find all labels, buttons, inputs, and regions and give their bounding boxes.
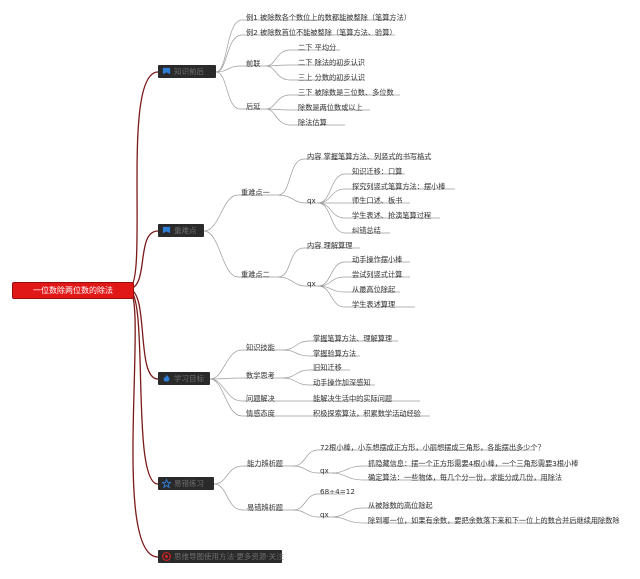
exercise-error-step[interactable]: 从被除数的高位除起 — [368, 501, 433, 510]
key-point-2-step[interactable]: 从最高位除起 — [352, 285, 396, 294]
branch-node-knowledge[interactable]: 知识前后 — [158, 65, 216, 78]
exercise-ability[interactable]: 能力辨析题 — [247, 459, 283, 468]
key-point-2-step[interactable]: 尝试列竖式计算 — [352, 270, 403, 279]
exercise-error-step[interactable]: 除到哪一位，如果有余数，要把余数落下来和下一位上的数合并后继续用除数除 — [368, 516, 620, 525]
key-point-2-step[interactable]: 动手操作摆小棒 — [352, 255, 403, 264]
branch-node-exercises[interactable]: 易错练习 — [158, 477, 214, 490]
exercise-error-qx[interactable]: qx — [320, 510, 329, 519]
later-item[interactable]: 除法估算 — [298, 118, 327, 127]
flag-icon — [162, 67, 171, 75]
key-point-1-step[interactable]: 纠错总结 — [352, 226, 381, 235]
later-item[interactable]: 除数是两位数或以上 — [298, 103, 363, 112]
branch-label: 重难点 — [174, 226, 197, 235]
example-2[interactable]: 例2 被除数首位不能被整除（笔算方法、验算） — [246, 28, 397, 37]
prior-item[interactable]: 三上 分数的初步认识 — [298, 73, 365, 82]
branch-node-key-points[interactable]: 重难点 — [158, 224, 204, 237]
goal-thinking-item[interactable]: 旧知迁移 — [313, 363, 342, 372]
goal-knowledge-item[interactable]: 掌握笔算方法、理解算理 — [313, 334, 393, 343]
key-point-1-step[interactable]: 探究列竖式笔算方法：摆小棒 — [352, 182, 446, 191]
exercise-error-question[interactable]: 68÷4=12 — [320, 487, 355, 496]
exercise-ability-step[interactable]: 抓隐藏信息：摆一个正方形需要4根小棒，一个三角形需要3根小棒 — [368, 459, 579, 468]
goal-problem-item[interactable]: 能解决生活中的实际问题 — [313, 394, 393, 403]
key-point-1-step[interactable]: 学生表述、抢演笔算过程 — [352, 211, 432, 220]
key-point-2[interactable]: 重难点二 — [241, 270, 270, 279]
exercise-ability-qx[interactable]: qx — [320, 466, 329, 475]
goal-thinking-item[interactable]: 动手操作加深感知 — [313, 378, 371, 387]
root-node[interactable]: 一位数除两位数的除法 — [12, 282, 134, 299]
key-point-1-content[interactable]: 内容 掌握笔算方法、列竖式的书写格式 — [307, 152, 432, 161]
example-1[interactable]: 例1 被除数各个数位上的数都能被整除（笔算方法） — [246, 13, 411, 22]
goal-thinking[interactable]: 数学思考 — [246, 371, 275, 380]
goal-knowledge[interactable]: 知识技能 — [246, 343, 275, 352]
goal-attitude-item[interactable]: 积极探索算法，积累数学活动经验 — [313, 409, 421, 418]
prior-item[interactable]: 二下 除法的初步认识 — [298, 58, 365, 67]
flame-icon — [163, 374, 170, 382]
exercise-ability-step[interactable]: 确定算法：一些物体，每几个分一份，求能分成几份，用除法 — [368, 473, 563, 482]
key-point-1-step[interactable]: 师生口述、板书 — [352, 196, 403, 205]
branch-label: 易错练习 — [174, 479, 204, 488]
branch-node-resources[interactable]: 思维导图使用方法·更多资源·关注 — [158, 550, 284, 563]
goal-attitude[interactable]: 情感态度 — [246, 409, 275, 418]
key-point-2-step[interactable]: 学生表述算理 — [352, 300, 396, 309]
later-link-node[interactable]: 后延 — [246, 102, 261, 111]
branch-node-goals[interactable]: 学习目标 — [158, 372, 210, 385]
goal-problem[interactable]: 问题解决 — [246, 394, 275, 403]
key-point-2-qx[interactable]: qx — [307, 279, 316, 288]
branch-label: 学习目标 — [174, 374, 204, 383]
later-item[interactable]: 三下 被除数是三位数、多位数 — [298, 88, 394, 97]
prior-item[interactable]: 二下 平均分 — [298, 43, 337, 52]
branch-label: 思维导图使用方法·更多资源·关注 — [174, 552, 284, 561]
exercise-ability-question[interactable]: 72根小棒，小东想摆成正方形，小丽想摆成三角形，各能摆出多少个？ — [320, 443, 545, 452]
flag-icon — [162, 226, 171, 234]
at-icon — [162, 552, 171, 561]
key-point-1-qx[interactable]: qx — [307, 196, 316, 205]
key-point-1[interactable]: 重难点一 — [241, 188, 270, 197]
star-icon — [162, 479, 171, 488]
key-point-2-content[interactable]: 内容 理解算理 — [307, 241, 353, 250]
branch-label: 知识前后 — [174, 67, 204, 76]
key-point-1-step[interactable]: 知识迁移：口算 — [352, 167, 403, 176]
prior-link-node[interactable]: 前联 — [246, 59, 261, 68]
exercise-error[interactable]: 易错辨析题 — [247, 503, 283, 512]
goal-knowledge-item[interactable]: 掌握验算方法 — [313, 349, 357, 358]
